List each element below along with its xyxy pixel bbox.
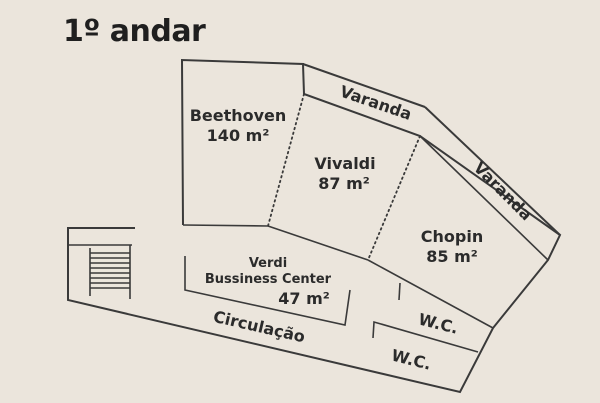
- wc-upper-label: W.C.: [417, 310, 461, 338]
- varanda-right-label: Varanda: [470, 158, 536, 224]
- movable-partitions: [267, 93, 421, 261]
- room-beethoven-name: Beethoven: [190, 106, 287, 125]
- room-vivaldi-name: Vivaldi: [314, 154, 375, 173]
- staircase: [68, 244, 132, 299]
- room-verdi-subtitle: Bussiness Center: [205, 272, 332, 287]
- room-vivaldi-area: 87 m²: [318, 174, 370, 193]
- varanda-top-label: Varanda: [337, 82, 414, 124]
- wc-lower-label: W.C.: [390, 346, 434, 374]
- building-outline: [67, 58, 562, 394]
- floor-title: 1º andar: [63, 14, 206, 49]
- room-beethoven-area: 140 m²: [207, 126, 270, 145]
- room-chopin-name: Chopin: [421, 227, 483, 246]
- interior-walls: [182, 135, 549, 353]
- room-chopin-area: 85 m²: [426, 247, 478, 266]
- room-verdi-area: 47 m²: [278, 289, 330, 308]
- room-verdi-name: Verdi: [249, 256, 287, 271]
